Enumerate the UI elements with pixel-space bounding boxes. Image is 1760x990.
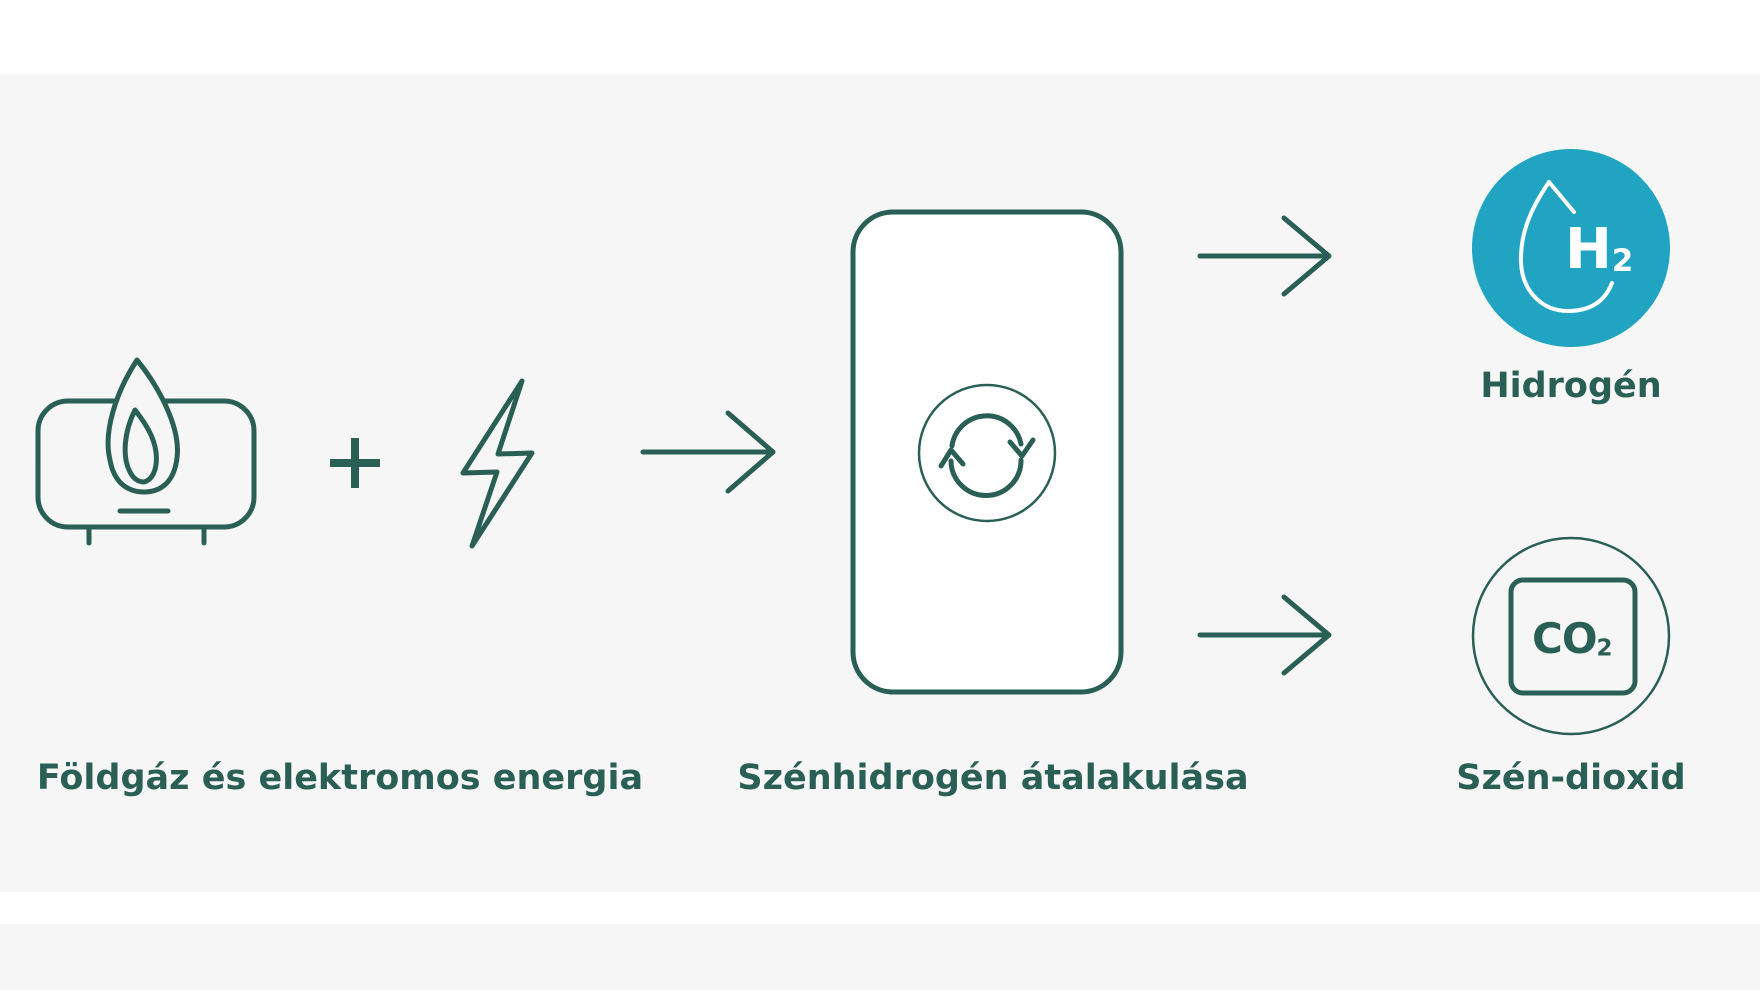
arrow-to-hydrogen — [1197, 215, 1332, 297]
co2-formula: CO2 — [1532, 614, 1613, 663]
plus-icon — [330, 438, 380, 488]
reactor-box — [850, 209, 1124, 695]
process-label: Szénhidrogén átalakulása — [737, 758, 1249, 798]
footer-band — [0, 924, 1760, 990]
arrow-to-process — [640, 410, 776, 494]
lightning-bolt-icon — [460, 378, 535, 549]
co2-box-icon — [1471, 536, 1671, 736]
co2-label: Szén-dioxid — [1456, 758, 1686, 798]
hydrogen-label: Hidrogén — [1480, 366, 1662, 406]
arrow-to-co2 — [1197, 594, 1332, 676]
recycle-arrows-icon — [917, 383, 1057, 523]
water-drop-h2-icon — [1472, 149, 1670, 347]
gas-tank-flame-icon — [35, 357, 257, 546]
input-label: Földgáz és elektromos energia — [36, 758, 644, 798]
h2-formula: H2 — [1565, 217, 1634, 282]
